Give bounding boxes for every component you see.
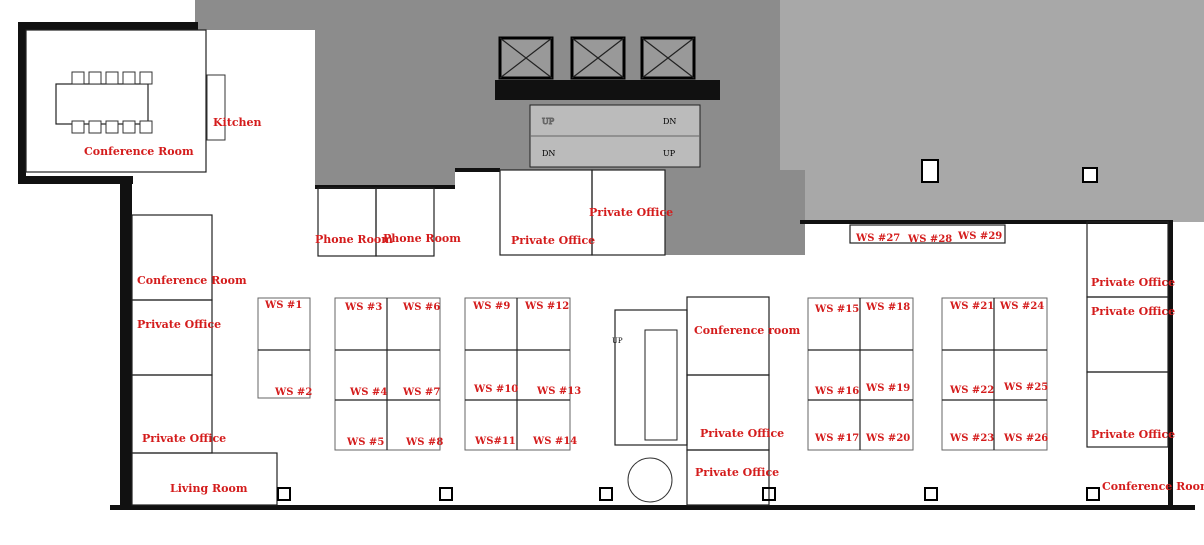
label-ws: WS #29	[957, 231, 1002, 242]
workstation-clusters	[257, 297, 1048, 451]
label-ws: WS #15	[814, 304, 859, 315]
label-ws: WS #6	[402, 302, 440, 313]
svg-text:UP: UP	[612, 337, 623, 345]
label-ws: WS #24	[999, 301, 1044, 312]
label-private-office: Private Office	[511, 234, 595, 247]
label-ws: WS #3	[344, 302, 382, 313]
label-ws: WS #5	[346, 437, 384, 448]
label-ws: WS #16	[814, 386, 859, 397]
label-living-room: Living Room	[170, 482, 248, 495]
core-stairs: UP DN DN UP	[529, 104, 701, 168]
restroom-core	[315, 30, 455, 188]
label-phone-room: Phone Room	[315, 233, 393, 246]
room-labels: Conference Room Kitchen Conference Room …	[84, 116, 1204, 495]
label-ws: WS #18	[865, 302, 910, 313]
label-ws: WS#11	[474, 436, 516, 447]
exterior-area	[780, 0, 1204, 222]
label-conference-room: Conference Room	[137, 274, 247, 287]
label-ws: WS #13	[536, 386, 581, 397]
label-ws: WS #7	[402, 387, 440, 398]
label-ws: WS #27	[855, 233, 900, 244]
label-private-office: Private Office	[695, 466, 779, 479]
label-ws: WS #25	[1003, 382, 1048, 393]
svg-text:UP: UP	[663, 149, 676, 158]
label-kitchen: Kitchen	[213, 116, 262, 129]
center-stairs: UP	[612, 329, 678, 503]
label-ws: WS #8	[405, 437, 443, 448]
columns	[277, 159, 1100, 501]
elevators	[495, 36, 720, 100]
workstation-labels: WS #1 WS #2 WS #3 WS #4 WS #5 WS #6 WS #…	[264, 231, 1048, 448]
label-phone-room: Phone Room	[383, 232, 461, 245]
label-ws: WS #17	[814, 433, 859, 444]
label-ws: WS #20	[865, 433, 910, 444]
label-private-office: Private Office	[700, 427, 784, 440]
svg-text:DN: DN	[542, 149, 555, 158]
walls	[18, 22, 1195, 510]
label-private-office: Private Office	[1091, 305, 1175, 318]
label-conference-room: Conference Room	[1102, 480, 1204, 493]
label-private-office: Private Office	[589, 206, 673, 219]
label-private-office: Private Office	[137, 318, 221, 331]
label-ws: WS #2	[274, 387, 312, 398]
label-ws: WS #1	[264, 300, 302, 311]
label-conference-room: Conference room	[694, 324, 801, 337]
label-private-office: Private Office	[142, 432, 226, 445]
label-ws: WS #10	[473, 384, 518, 395]
label-ws: WS #4	[349, 387, 387, 398]
label-private-office: Private Office	[1091, 276, 1175, 289]
label-ws: WS #21	[949, 301, 994, 312]
label-ws: WS #14	[532, 436, 577, 447]
label-ws: WS #19	[865, 383, 910, 394]
conference-table	[55, 71, 226, 141]
label-ws: WS #9	[472, 301, 510, 312]
label-ws: WS #26	[1003, 433, 1048, 444]
label-ws: WS #23	[949, 433, 994, 444]
service-core	[665, 170, 805, 255]
label-conference-room: Conference Room	[84, 145, 194, 158]
room-outlines	[25, 29, 1169, 506]
svg-text:UP: UP	[542, 117, 555, 126]
label-ws: WS #22	[949, 385, 994, 396]
label-ws: WS #28	[907, 234, 952, 245]
label-ws: WS #12	[524, 301, 569, 312]
label-private-office: Private Office	[1091, 428, 1175, 441]
svg-text:DN: DN	[663, 117, 676, 126]
